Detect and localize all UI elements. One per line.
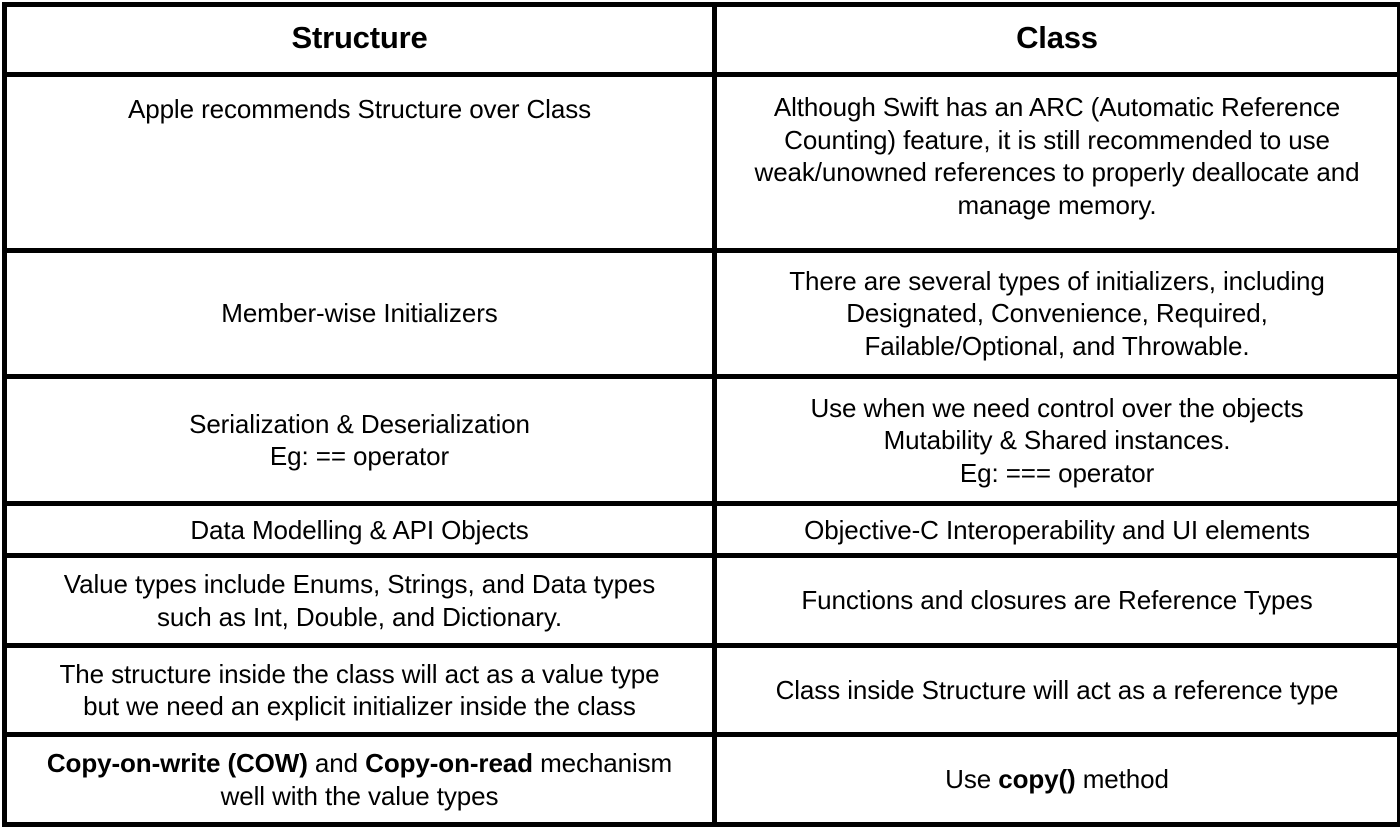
cell-class-text: Although Swift has an ARC (Automatic Ref… [754,92,1360,220]
cell-class: Use when we need control over the object… [712,374,1400,507]
table-row: The structure inside the class will act … [2,642,1400,738]
cell-class-text: There are several types of initializers,… [789,265,1325,361]
column-header-structure: Structure [2,2,717,77]
column-header-class-label: Class [1016,19,1098,55]
cell-class-text: Use when we need control over the object… [810,392,1304,488]
cell-class: There are several types of initializers,… [712,247,1400,380]
cell-class-text: Objective-C Interoperability and UI elem… [804,514,1310,545]
table-row: Copy-on-write (COW) and Copy-on-read mec… [2,732,1400,827]
cell-structure-text: Copy-on-write (COW) and Copy-on-read mec… [46,748,673,811]
cell-class-text: Functions and closures are Reference Typ… [801,585,1313,616]
column-header-structure-label: Structure [291,19,428,55]
table-row: Data Modelling & API Objects Objective-C… [2,501,1400,559]
cell-structure-text: The structure inside the class will act … [59,658,660,722]
cell-class: Class inside Structure will act as a ref… [712,642,1400,738]
cell-class: Functions and closures are Reference Typ… [712,553,1400,648]
table-row: Value types include Enums, Strings, and … [2,553,1400,648]
cell-structure: The structure inside the class will act … [2,642,717,738]
table-row: Serialization & Deserialization Eg: == o… [2,374,1400,507]
cell-structure-text: Data Modelling & API Objects [190,514,529,545]
cell-structure-text: Value types include Enums, Strings, and … [63,569,656,632]
cell-class-text: Class inside Structure will act as a ref… [775,674,1339,705]
cell-class: Use copy() method [712,732,1400,827]
cell-structure-text: Apple recommends Structure over Class [127,94,592,124]
cell-class: Although Swift has an ARC (Automatic Ref… [712,72,1400,253]
table-row: Member-wise Initializers There are sever… [2,247,1400,380]
cell-structure: Serialization & Deserialization Eg: == o… [2,374,717,507]
cell-class-text: Use copy() method [945,764,1169,795]
column-header-class: Class [712,2,1400,77]
cell-structure: Data Modelling & API Objects [2,501,717,559]
cell-class: Objective-C Interoperability and UI elem… [712,501,1400,559]
table-row: Apple recommends Structure over Class Al… [2,72,1400,253]
cell-structure: Value types include Enums, Strings, and … [2,553,717,648]
cell-structure: Copy-on-write (COW) and Copy-on-read mec… [2,732,717,827]
cell-structure: Member-wise Initializers [2,247,717,380]
table-body: Apple recommends Structure over Class Al… [2,72,1400,827]
cell-structure-text: Serialization & Deserialization Eg: == o… [189,408,530,472]
table-header: Structure Class [2,2,1400,77]
cell-structure-text: Member-wise Initializers [221,298,498,329]
table-header-row: Structure Class [2,2,1400,77]
cell-structure: Apple recommends Structure over Class [2,72,717,253]
